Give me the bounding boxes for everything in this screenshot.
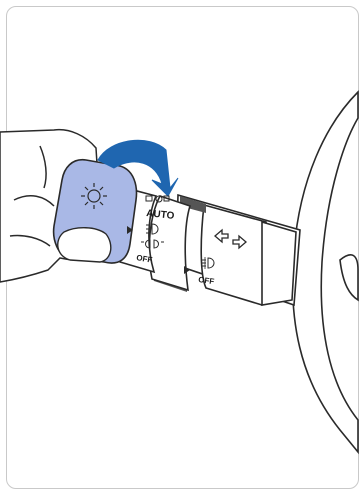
fog-off-label: OFF bbox=[198, 275, 215, 286]
stalk-tip-highlight[interactable] bbox=[52, 158, 138, 264]
front-fog-light-icon bbox=[202, 257, 215, 269]
headlight-marker-icon bbox=[127, 226, 133, 234]
turn-signal-arrows-icon bbox=[214, 228, 247, 250]
light-bulb-icon bbox=[81, 183, 107, 209]
headlight-off-label: OFF bbox=[136, 253, 153, 265]
rotate-arrow-icon bbox=[97, 139, 179, 197]
headlight-icon bbox=[146, 223, 159, 235]
position-lamp-icon bbox=[145, 195, 170, 203]
parking-light-icon bbox=[141, 239, 164, 249]
fog-rotary-band[interactable] bbox=[148, 195, 191, 292]
steering-wheel bbox=[291, 90, 359, 455]
fog-marker-icon bbox=[184, 266, 190, 274]
stalk-shaft bbox=[175, 193, 301, 307]
auto-label: AUTO bbox=[146, 208, 175, 222]
